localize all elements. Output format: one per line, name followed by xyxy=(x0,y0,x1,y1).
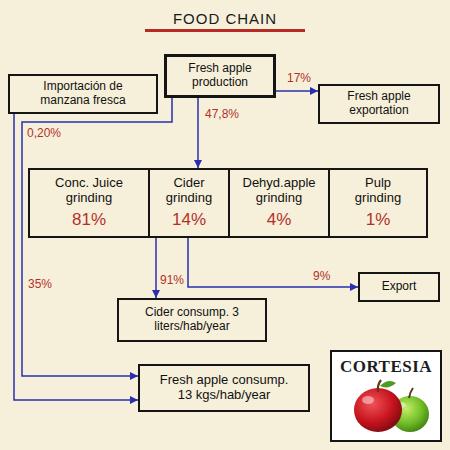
process-box: Pulp grinding 1% xyxy=(328,168,428,238)
node-text: Importación de manzana fresca xyxy=(30,80,136,108)
flow-percent: 91% xyxy=(159,274,185,287)
share-percent: 81% xyxy=(72,210,106,230)
destination-box: Fresh apple exportation xyxy=(318,84,440,124)
process-box: Conc. Juice grinding 81% xyxy=(28,168,150,238)
node-text: CORTESIA xyxy=(340,357,432,377)
consumption-box: Cider consump. 3 liters/hab/year xyxy=(117,298,267,342)
node-text: Export xyxy=(382,280,417,294)
flow-arrow xyxy=(14,114,138,400)
flow-arrow xyxy=(197,98,199,168)
apple-illustration xyxy=(354,380,429,432)
flow-percent: 17% xyxy=(286,72,312,85)
source-box: Importación de manzana fresca xyxy=(8,74,158,114)
share-percent: 1% xyxy=(366,210,391,230)
flow-arrow xyxy=(155,238,157,298)
apple-highlight xyxy=(362,396,374,404)
apple-stem xyxy=(409,388,413,398)
process-box: Dehyd.apple grinding 4% xyxy=(228,168,330,238)
consumption-box: Fresh apple consump. 13 kgs/hab/year xyxy=(138,364,310,412)
flow-percent: 35% xyxy=(27,278,53,291)
destination-box: Export xyxy=(358,272,440,302)
flow-percent: 47,8% xyxy=(204,108,240,121)
flow-percent: 0,20% xyxy=(26,127,62,140)
share-percent: 14% xyxy=(172,210,206,230)
node-text: Fresh apple consump. 13 kgs/hab/year xyxy=(156,373,292,403)
diagram-title: FOOD CHAIN xyxy=(0,10,450,27)
node-text: Fresh apple production xyxy=(175,62,265,90)
source-box: Fresh apple production xyxy=(164,54,276,98)
node-text: Cider grinding xyxy=(156,176,222,206)
apple-leaf xyxy=(380,381,396,387)
node-text: Conc. Juice grinding xyxy=(36,176,142,206)
node-text: Dehyd.apple grinding xyxy=(236,176,322,206)
logo-box: CORTESIA xyxy=(330,350,442,442)
red-apple xyxy=(354,388,402,432)
node-text: Pulp grinding xyxy=(344,176,412,206)
title-underline xyxy=(145,29,305,32)
node-text: Fresh apple exportation xyxy=(330,90,428,118)
logo-ground xyxy=(330,350,442,442)
flow-arrow xyxy=(188,238,358,287)
flow-arrow xyxy=(276,90,318,92)
flow-percent: 9% xyxy=(312,270,331,283)
process-box: Cider grinding 14% xyxy=(148,168,230,238)
node-text: Cider consump. 3 liters/hab/year xyxy=(141,306,243,334)
share-percent: 4% xyxy=(267,210,292,230)
